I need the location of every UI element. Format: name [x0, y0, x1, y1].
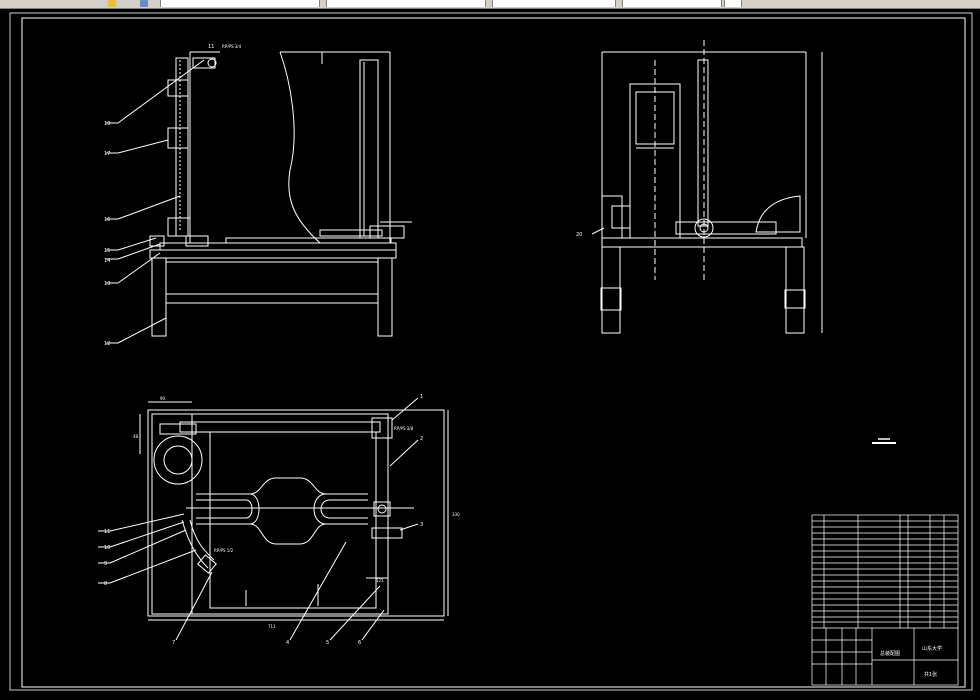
layer-icon[interactable] [108, 0, 116, 7]
plan-leader-6: 6 [358, 640, 361, 646]
plan-leader-10: 10 [104, 545, 110, 551]
toolbar-tab-5[interactable] [724, 0, 742, 7]
toolbar-tab-4[interactable] [622, 0, 722, 7]
plan-dim-48: 48 [133, 434, 139, 439]
plan-leader-4: 4 [286, 640, 289, 646]
toolbar [0, 0, 980, 9]
side-leader-20: 20 [576, 232, 582, 238]
plan-dim-330: 330 [452, 512, 460, 517]
plan-view [98, 397, 449, 641]
plan-callout-3-8: RP/PS 3/8 [394, 426, 414, 431]
front-leader-13: 13 [104, 281, 110, 287]
plan-leader-2: 2 [420, 436, 423, 442]
front-leader-15: 15 [104, 248, 110, 254]
front-callout-thread: RP/PS 3/4 [222, 44, 242, 49]
drawing-canvas[interactable]: 19 17 16 15 14 13 12 11 RP/PS 3/4 20 11 … [0, 8, 980, 700]
front-leader-16: 16 [104, 217, 110, 223]
front-leader-17: 17 [104, 151, 110, 157]
front-leader-19: 19 [104, 121, 110, 127]
title-drawing-name: 总装配图 [880, 650, 900, 657]
plan-leader-9: 9 [104, 561, 107, 567]
plan-dim-121: 121 [376, 578, 384, 583]
toolbar-tab-3[interactable] [492, 0, 616, 7]
front-view [106, 51, 412, 344]
side-view [591, 40, 823, 334]
title-sheet: 共1张 [924, 671, 937, 678]
plan-leader-11: 11 [104, 529, 110, 535]
front-leader-12: 12 [104, 341, 110, 347]
title-school: 山东大学 [922, 645, 942, 652]
plan-leader-7: 7 [172, 640, 175, 646]
plan-leader-5: 5 [326, 640, 329, 646]
plan-leader-1: 1 [420, 394, 423, 400]
plan-dim-90: 90 [160, 396, 166, 401]
toolbar-tab-1[interactable] [160, 0, 320, 7]
toolbar-tab-2[interactable] [326, 0, 486, 7]
outer-frame [9, 12, 973, 691]
title-block [811, 514, 959, 686]
front-leader-14: 14 [104, 258, 110, 264]
plan-callout-1-2: RP/PS 1/2 [214, 548, 234, 553]
front-callout-11: 11 [208, 44, 214, 50]
plan-leader-3: 3 [420, 522, 423, 528]
inner-frame [21, 17, 966, 688]
plan-leader-8: 8 [104, 581, 107, 587]
properties-icon[interactable] [140, 0, 148, 7]
plan-dim-711: 711 [268, 624, 276, 629]
